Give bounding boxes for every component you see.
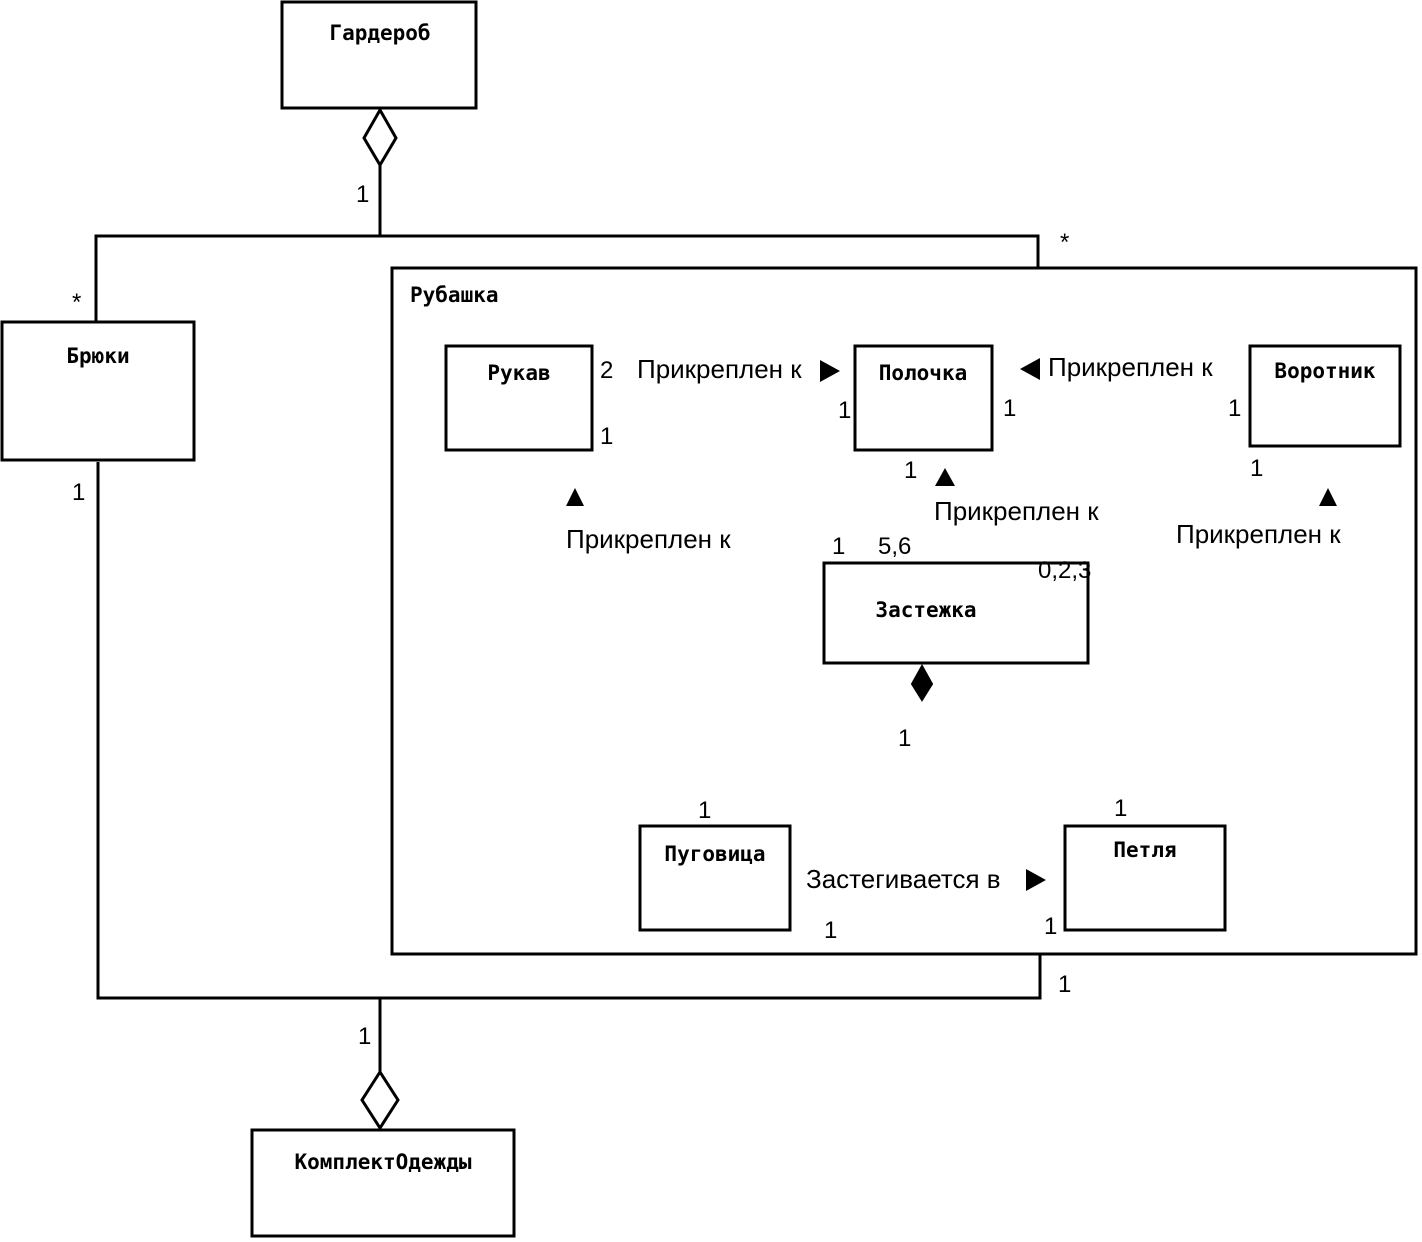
class-petlya[interactable] (1063, 824, 1227, 932)
class-zastezhka[interactable] (822, 561, 1090, 665)
garderob-branch-line (94, 234, 1040, 322)
aggregation-diamond-icon (362, 106, 398, 168)
class-vorotnik[interactable] (1248, 344, 1402, 448)
multiplicity: 1 (1058, 971, 1071, 998)
multiplicity: * (72, 289, 81, 316)
assoc-label-polochka-zastezhka: Прикреплен к (934, 496, 1099, 526)
assoc-label-rukav-polochka: Прикреплен к (637, 354, 802, 384)
class-bryuki[interactable] (0, 320, 196, 462)
composition-diamond-icon (910, 663, 934, 702)
class-pugovitsa-name: Пуговица (664, 842, 765, 866)
multiplicity: * (1060, 229, 1069, 256)
multiplicity: 1 (1044, 913, 1057, 940)
direction-right-arrow-icon (820, 360, 840, 382)
direction-left-arrow-icon (1020, 358, 1040, 380)
class-zastezhka-name: Застежка (875, 598, 976, 622)
assoc-label-rukav-zastezhka: Прикреплен к (566, 524, 731, 554)
multiplicity: 1 (600, 423, 613, 450)
class-polochka-name: Полочка (879, 361, 968, 385)
multiplicity: 1 (358, 1023, 371, 1050)
multiplicity: 1 (904, 457, 917, 484)
class-bryuki-name: Брюки (66, 344, 129, 368)
multiplicity: 1 (898, 725, 911, 752)
multiplicity: 1 (832, 533, 845, 560)
multiplicity: 1 (698, 797, 711, 824)
direction-up-arrow-icon (935, 468, 955, 486)
multiplicity: 1 (356, 181, 369, 208)
assoc-label-vorotnik-zastezhka: Прикреплен к (1176, 519, 1341, 549)
assoc-label-vorotnik-polochka: Прикреплен к (1048, 352, 1213, 382)
class-komplekt-name: КомплектОдежды (294, 1150, 471, 1174)
multiplicity: 1 (1250, 455, 1263, 482)
multiplicity: 1 (1114, 795, 1127, 822)
multiplicity: 1 (1228, 395, 1241, 422)
class-polochka[interactable] (853, 344, 994, 452)
class-rukav[interactable] (444, 344, 594, 452)
multiplicity: 1 (824, 917, 837, 944)
komplekt-branch-line (96, 462, 1042, 1000)
direction-right-arrow-icon (1026, 869, 1046, 891)
class-rukav-name: Рукав (487, 361, 550, 385)
multiplicity: 2 (600, 357, 613, 384)
class-komplekt[interactable] (250, 1128, 516, 1238)
multiplicity: 0,2,3 (1038, 557, 1091, 584)
class-petlya-name: Петля (1113, 838, 1176, 862)
direction-up-arrow-icon (566, 488, 584, 506)
class-pugovitsa[interactable] (638, 824, 792, 932)
multiplicity: 5,6 (878, 533, 911, 560)
class-vorotnik-name: Воротник (1274, 359, 1376, 383)
multiplicity: 1 (72, 479, 85, 506)
class-garderob-name: Гардероб (329, 21, 430, 45)
aggregation-diamond-icon (360, 1069, 400, 1131)
class-garderob[interactable] (280, 0, 478, 110)
direction-up-arrow-icon (1319, 488, 1337, 506)
multiplicity: 1 (1003, 395, 1016, 422)
assoc-label-pugovitsa-petlya: Застегивается в (806, 864, 1001, 894)
class-rubashka-name: Рубашка (410, 283, 499, 307)
multiplicity: 1 (838, 397, 851, 424)
